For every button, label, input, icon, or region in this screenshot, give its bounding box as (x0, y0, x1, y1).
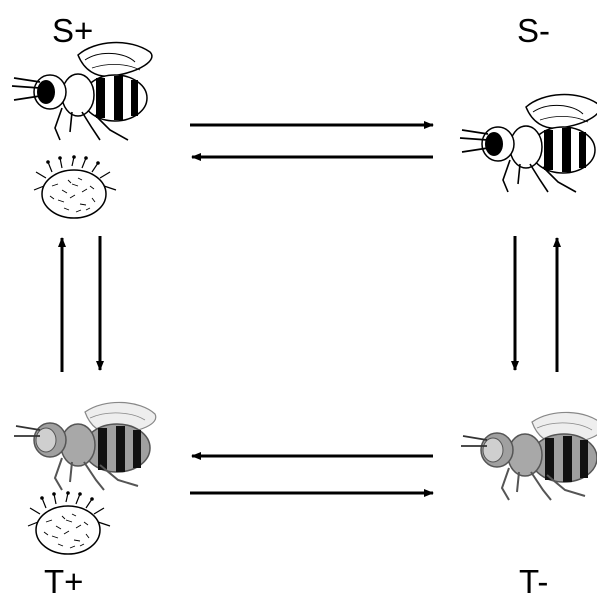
varroa-mite-icon (28, 491, 110, 554)
bee-icon (460, 95, 597, 192)
bee-icon (14, 402, 156, 490)
bee-icon (461, 412, 597, 500)
varroa-mite-icon (34, 155, 116, 218)
bee-icon (12, 43, 152, 140)
